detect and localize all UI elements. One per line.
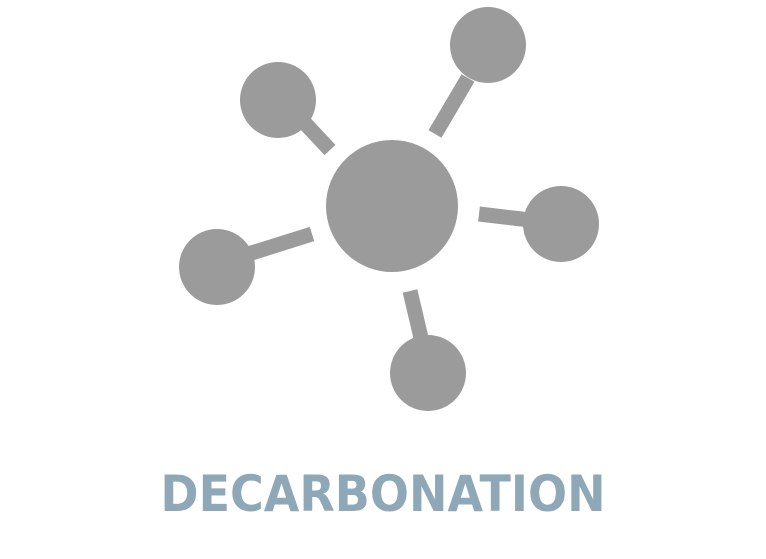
atom-center — [326, 140, 458, 272]
atom-upper-left — [240, 62, 316, 138]
atom-upper-right — [450, 7, 526, 83]
atom-left — [179, 229, 255, 305]
molecule-graphic — [179, 7, 599, 411]
bond-left — [239, 226, 315, 264]
atom-right — [523, 186, 599, 262]
bond-bottom — [402, 289, 430, 344]
bond-right — [478, 206, 531, 228]
atom-bottom — [390, 335, 466, 411]
page-title: DECARBONATION — [160, 465, 606, 523]
bond-upper-right — [428, 74, 475, 138]
molecule-network-icon — [179, 7, 599, 411]
